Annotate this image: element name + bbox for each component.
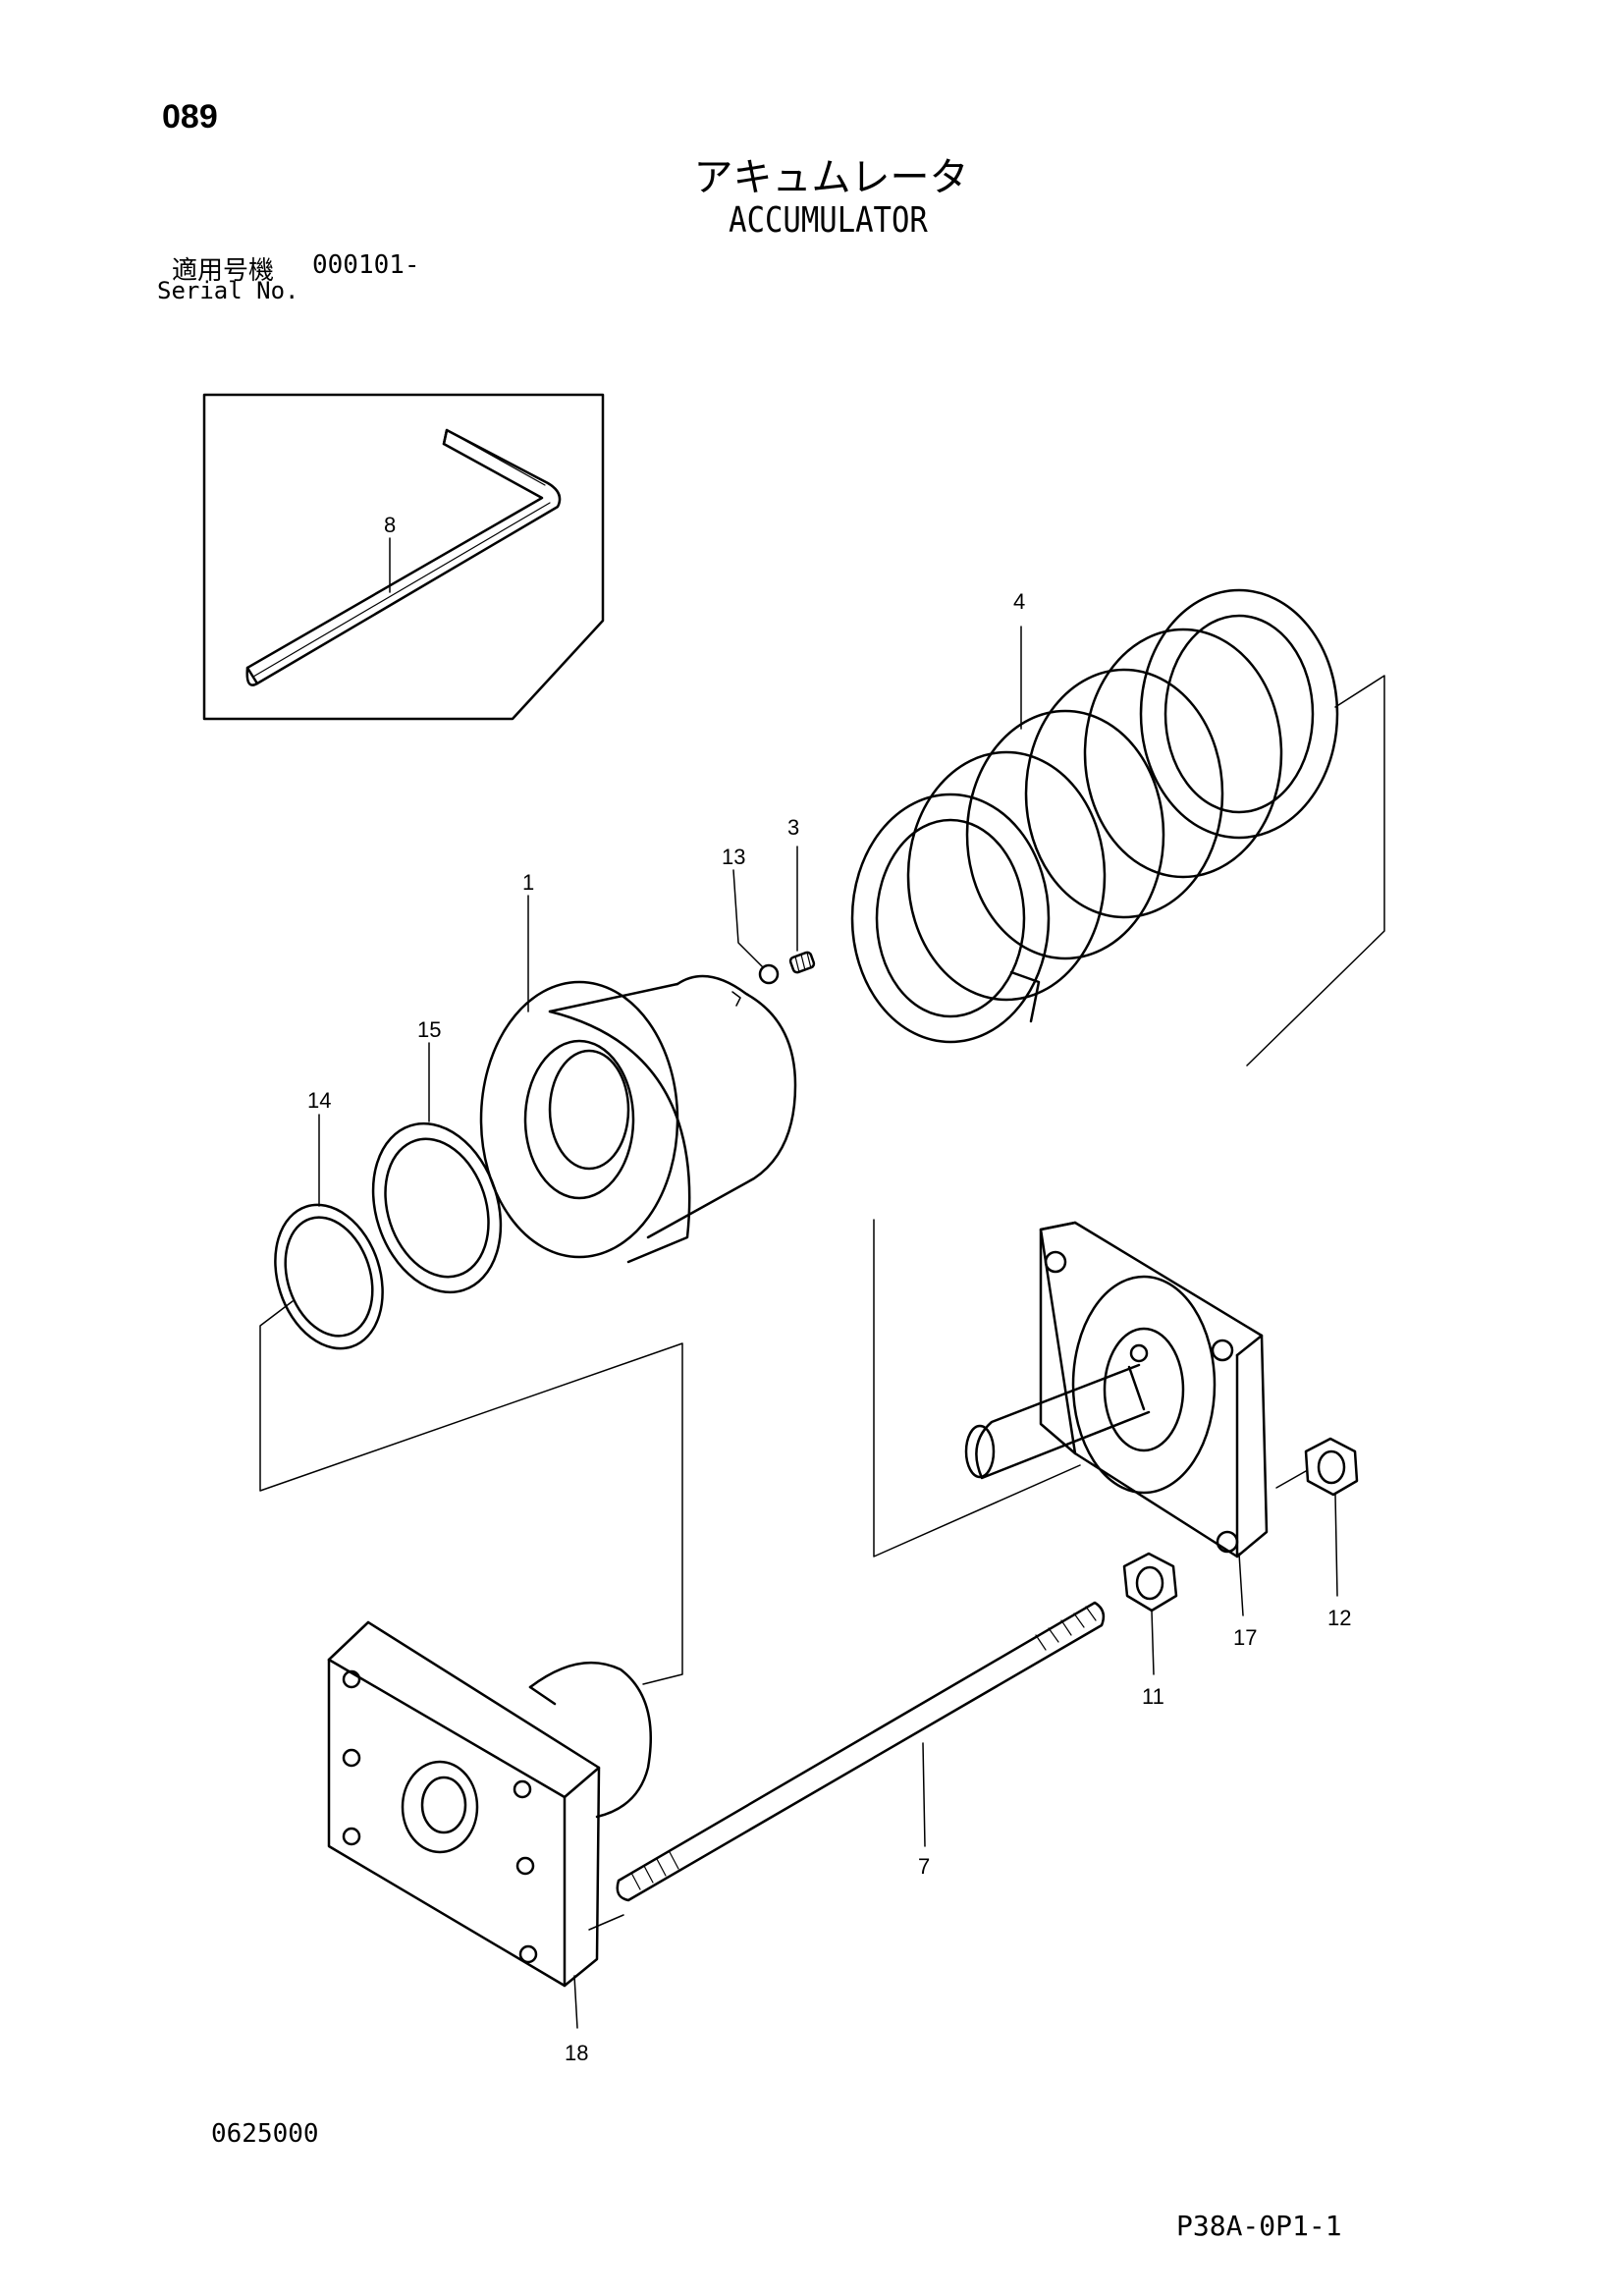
bracket-part-17	[964, 1221, 1269, 1558]
ring-part-15	[371, 1121, 503, 1294]
nut-part-11	[1122, 1552, 1178, 1613]
leader-spring-box	[1246, 675, 1385, 1066]
callout-11: 11	[1142, 1684, 1164, 1709]
ball-part-13	[758, 963, 780, 985]
spring-part-4	[850, 588, 1339, 1044]
page-title-english: ACCUMULATOR	[729, 200, 928, 241]
leader-17	[1238, 1553, 1244, 1616]
sheet-code: P38A-0P1-1	[1176, 2210, 1342, 2242]
seal-part-14	[274, 1203, 384, 1350]
leader-12a	[1275, 1470, 1307, 1489]
callout-7: 7	[918, 1854, 930, 1879]
leader-seal-box	[259, 1300, 683, 1685]
callout-17: 17	[1233, 1625, 1257, 1650]
set-screw-part-3	[788, 951, 816, 974]
leader-rod-to-bracket	[588, 1914, 624, 1931]
callout-3: 3	[787, 815, 799, 840]
leader-18	[573, 1975, 578, 2029]
callout-4: 4	[1013, 589, 1025, 614]
drawing-code: 0625000	[211, 2119, 319, 2149]
page-title-japanese: アキュムレータ	[693, 155, 969, 200]
threaded-rod-part-7	[616, 1601, 1106, 1902]
leader-12	[1334, 1494, 1338, 1597]
callout-8: 8	[384, 513, 396, 537]
serial-label-english: Serial No.	[157, 277, 299, 304]
leader-7	[922, 1742, 926, 1847]
inset-box	[202, 393, 605, 721]
bracket-part-18	[327, 1620, 652, 1988]
nut-part-12	[1304, 1437, 1359, 1497]
callout-14: 14	[307, 1088, 331, 1113]
callout-13: 13	[722, 845, 745, 869]
hex-key-part-8	[245, 428, 562, 686]
cylinder-part-1	[479, 974, 797, 1264]
serial-range: 000101-	[312, 250, 420, 280]
page-number: 089	[162, 98, 218, 136]
leader-11	[1151, 1610, 1155, 1675]
callout-18: 18	[565, 2041, 588, 2065]
callout-15: 15	[417, 1017, 441, 1042]
callout-12: 12	[1327, 1606, 1351, 1630]
leader-13	[732, 869, 764, 968]
leader-bracket-box	[873, 1219, 1081, 1558]
callout-1: 1	[522, 870, 534, 895]
serial-label-japanese: 適用号機	[172, 256, 275, 286]
